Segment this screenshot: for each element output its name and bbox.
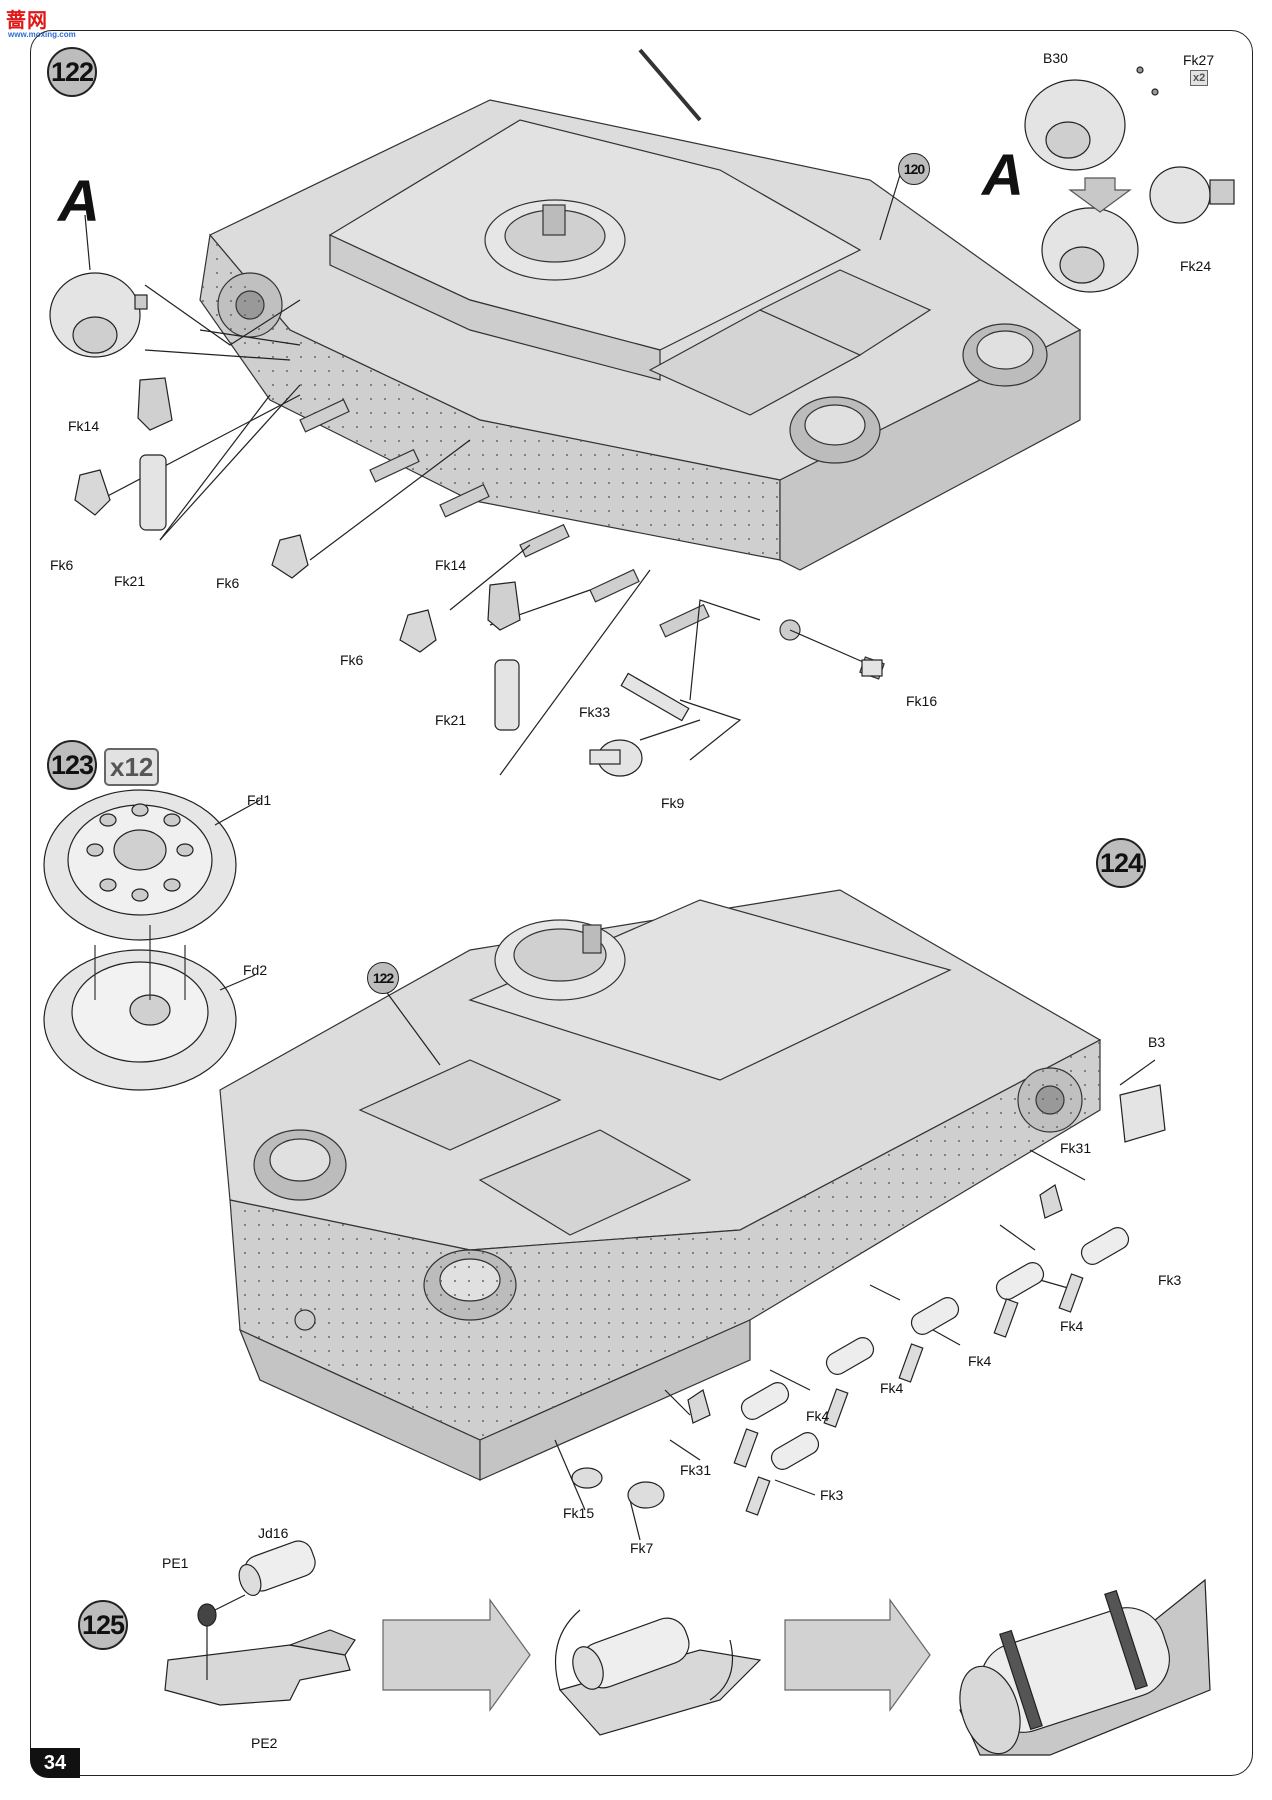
part-label-fk3: Fk3 [820, 1487, 844, 1503]
exhaust-125 [164, 1540, 1211, 1756]
part-label-fk4: Fk4 [1060, 1318, 1084, 1334]
part-label-fk14: Fk14 [68, 418, 100, 434]
hull-122 [199, 48, 1082, 680]
parts-124 [571, 1084, 1166, 1516]
part-label-fk4: Fk4 [968, 1353, 992, 1369]
leader-lines-124 [384, 989, 1156, 1541]
detail-marker-left: A [58, 169, 100, 234]
hull-124 [219, 889, 1102, 1481]
part-label-fk4: Fk4 [880, 1380, 904, 1396]
step-number-124: 124 [1096, 838, 1146, 888]
watermark-text: 蔷网 [6, 8, 48, 32]
part-label-fk4: Fk4 [806, 1408, 830, 1424]
part-label-fk6: Fk6 [340, 652, 364, 668]
step-number-125: 125 [78, 1600, 128, 1650]
arrow-down-icon [1068, 177, 1132, 213]
page-number: 34 [30, 1748, 80, 1778]
part-label-fk27: Fk27 [1183, 52, 1215, 68]
part-label-b3: B3 [1148, 1034, 1166, 1050]
detail-marker-right: A [982, 143, 1024, 208]
part-label-fk21: Fk21 [435, 712, 467, 728]
reference-step-122: 122 [367, 962, 399, 994]
part-label-fd1: Fd1 [247, 792, 272, 808]
part-multiplier: x2 [1190, 70, 1209, 86]
step-number-123: 123 [47, 740, 97, 790]
part-label-fk9: Fk9 [661, 795, 685, 811]
part-label-fd2: Fd2 [243, 962, 268, 978]
part-label-fk21: Fk21 [114, 573, 146, 589]
part-label-pe1: PE1 [162, 1555, 189, 1571]
quantity-multiplier: x12 [104, 748, 160, 786]
part-label-fk31: Fk31 [680, 1462, 712, 1478]
part-label-fk7: Fk7 [630, 1540, 654, 1556]
part-label-b30: B30 [1043, 50, 1068, 66]
page-frame [30, 30, 1253, 1776]
part-label-fk16: Fk16 [906, 693, 938, 709]
part-label-fk31: Fk31 [1060, 1140, 1092, 1156]
part-label-fk3: Fk3 [1158, 1272, 1182, 1288]
part-label-fk6: Fk6 [50, 557, 74, 573]
step-number-122: 122 [47, 47, 97, 97]
reference-step-120: 120 [898, 153, 930, 185]
wheels-123 [43, 789, 261, 1091]
part-label-fk33: Fk33 [579, 704, 611, 720]
part-label-fk6: Fk6 [216, 575, 240, 591]
part-label-pe2: PE2 [251, 1735, 278, 1751]
part-label-jd16: Jd16 [258, 1525, 289, 1541]
part-label-fk14: Fk14 [435, 557, 467, 573]
part-label-fk15: Fk15 [563, 1505, 595, 1521]
part-label-fk24: Fk24 [1180, 258, 1212, 274]
parts-122 [49, 66, 1235, 777]
